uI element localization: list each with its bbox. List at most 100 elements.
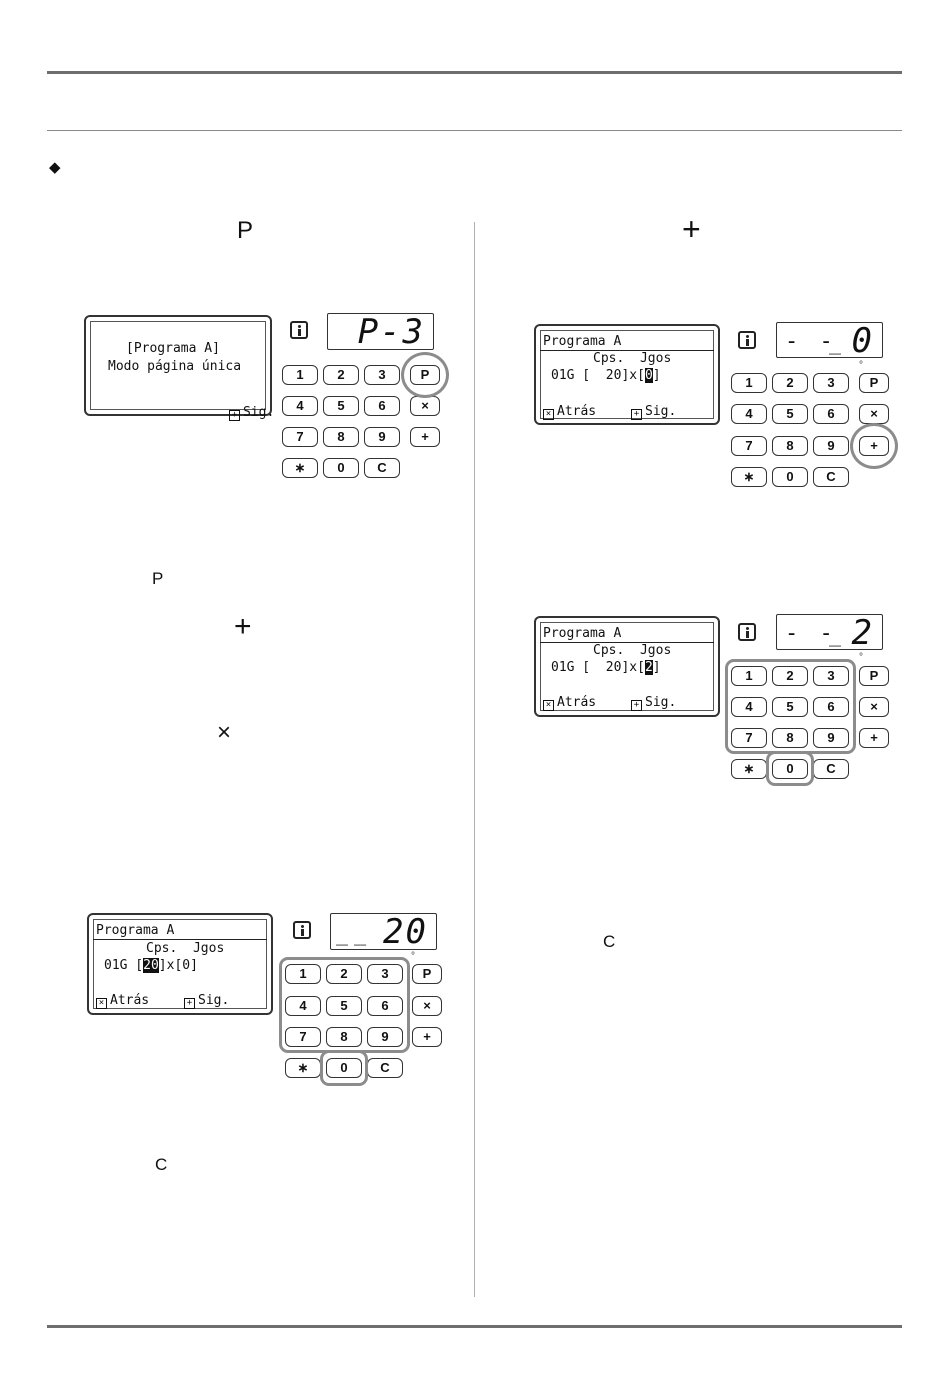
- key-1[interactable]: 1: [282, 365, 318, 385]
- info-icon: [738, 623, 756, 641]
- key-7[interactable]: 7: [731, 728, 767, 748]
- key-1[interactable]: 1: [731, 373, 767, 393]
- key-6[interactable]: 6: [367, 996, 403, 1016]
- key-3[interactable]: 3: [813, 373, 849, 393]
- key-3[interactable]: 3: [367, 964, 403, 984]
- key-5[interactable]: 5: [323, 396, 359, 416]
- key-c[interactable]: C: [364, 458, 400, 478]
- key-5[interactable]: 5: [772, 697, 808, 717]
- blink-indicator: ‗‗: [829, 636, 842, 647]
- lcd-screen: [Programa A] Modo página única +Sig.: [84, 315, 274, 421]
- digital-display: - - ‗‗ 2: [776, 614, 883, 650]
- key-0[interactable]: 0: [323, 458, 359, 478]
- key-9[interactable]: 9: [813, 728, 849, 748]
- info-icon: [293, 921, 311, 939]
- key-c[interactable]: C: [367, 1058, 403, 1078]
- blink-indicator: ‗‗: [829, 344, 842, 355]
- key-star[interactable]: ∗: [282, 458, 318, 478]
- key-p[interactable]: P: [412, 964, 442, 984]
- key-5[interactable]: 5: [772, 404, 808, 424]
- key-9[interactable]: 9: [813, 436, 849, 456]
- highlight-zero-key: [320, 1050, 368, 1086]
- key-p[interactable]: P: [859, 666, 889, 686]
- key-star[interactable]: ∗: [731, 759, 767, 779]
- key-4[interactable]: 4: [285, 996, 321, 1016]
- key-6[interactable]: 6: [364, 396, 400, 416]
- key-7[interactable]: 7: [285, 1027, 321, 1047]
- key-2[interactable]: 2: [772, 373, 808, 393]
- key-plus[interactable]: +: [859, 728, 889, 748]
- display-value: 20: [383, 912, 428, 952]
- key-1[interactable]: 1: [285, 964, 321, 984]
- key-4[interactable]: 4: [282, 396, 318, 416]
- lcd-header: Cps. Jgos: [146, 941, 225, 956]
- display-value: 2: [851, 613, 874, 653]
- key-8[interactable]: 8: [323, 427, 359, 447]
- key-6[interactable]: 6: [813, 404, 849, 424]
- key-p[interactable]: P: [859, 373, 889, 393]
- bullet-diamond: ◆: [49, 159, 61, 176]
- key-7[interactable]: 7: [282, 427, 318, 447]
- x-box-icon: ×: [543, 700, 554, 711]
- highlight-numeric-keys: [725, 659, 856, 754]
- key-plus[interactable]: +: [412, 1027, 442, 1047]
- key-8[interactable]: 8: [326, 1027, 362, 1047]
- key-6[interactable]: 6: [813, 697, 849, 717]
- key-star[interactable]: ∗: [285, 1058, 321, 1078]
- display-dashes: - -: [785, 621, 837, 646]
- key-c[interactable]: C: [813, 759, 849, 779]
- left-note-plus: +: [234, 610, 252, 643]
- lcd-next-label: +Sig.: [184, 994, 229, 1009]
- left-note-c: C: [155, 1155, 168, 1174]
- copies-field: 20: [605, 660, 622, 675]
- key-star[interactable]: ∗: [731, 467, 767, 487]
- lcd-header: Cps. Jgos: [593, 643, 672, 658]
- digital-display: - - ‗‗ 0: [776, 322, 883, 358]
- key-9[interactable]: 9: [364, 427, 400, 447]
- key-plus[interactable]: +: [410, 427, 440, 447]
- highlight-ring-plus: [850, 423, 898, 469]
- lcd-row: 01G [ 20]x[0]: [551, 368, 661, 383]
- indicator-dot: °: [859, 360, 863, 371]
- key-2[interactable]: 2: [326, 964, 362, 984]
- display-value: 0: [851, 321, 874, 361]
- lcd-row: 01G [20]x[0]: [104, 958, 198, 973]
- key-c[interactable]: C: [813, 467, 849, 487]
- lcd-title: Programa A: [543, 334, 622, 349]
- key-0[interactable]: 0: [326, 1058, 362, 1078]
- key-4[interactable]: 4: [731, 404, 767, 424]
- key-4[interactable]: 4: [731, 697, 767, 717]
- lcd-back-label: ×Atrás: [96, 994, 149, 1009]
- key-0[interactable]: 0: [772, 467, 808, 487]
- key-times[interactable]: ×: [412, 996, 442, 1016]
- key-8[interactable]: 8: [772, 436, 808, 456]
- key-8[interactable]: 8: [772, 728, 808, 748]
- lcd-line: Modo página única: [108, 359, 242, 374]
- lcd-screen: Programa A Cps. Jgos 01G [20]x[0] ×Atrás…: [87, 913, 273, 1015]
- key-1[interactable]: 1: [731, 666, 767, 686]
- key-times[interactable]: ×: [859, 697, 889, 717]
- right-note-c: C: [603, 932, 616, 951]
- key-3[interactable]: 3: [364, 365, 400, 385]
- display-dashes: - -: [785, 329, 837, 354]
- key-3[interactable]: 3: [813, 666, 849, 686]
- lcd-header: Cps. Jgos: [593, 351, 672, 366]
- copies-field: 20: [605, 368, 622, 383]
- key-0[interactable]: 0: [772, 759, 808, 779]
- right-step-key-plus: +: [682, 211, 701, 247]
- info-icon: [738, 331, 756, 349]
- key-2[interactable]: 2: [772, 666, 808, 686]
- plus-box-icon: +: [228, 410, 240, 421]
- lcd-screen: Programa A Cps. Jgos 01G [ 20]x[2] ×Atrá…: [534, 616, 720, 717]
- key-9[interactable]: 9: [367, 1027, 403, 1047]
- key-7[interactable]: 7: [731, 436, 767, 456]
- key-times[interactable]: ×: [859, 404, 889, 424]
- key-5[interactable]: 5: [326, 996, 362, 1016]
- display-value: P-3: [357, 312, 425, 352]
- digital-display: ‗‗ ‗‗ 20: [330, 913, 437, 950]
- bottom-rule: [47, 1325, 902, 1328]
- key-2[interactable]: 2: [323, 365, 359, 385]
- key-times[interactable]: ×: [410, 396, 440, 416]
- x-box-icon: ×: [543, 409, 554, 420]
- highlight-ring-p: [401, 352, 449, 398]
